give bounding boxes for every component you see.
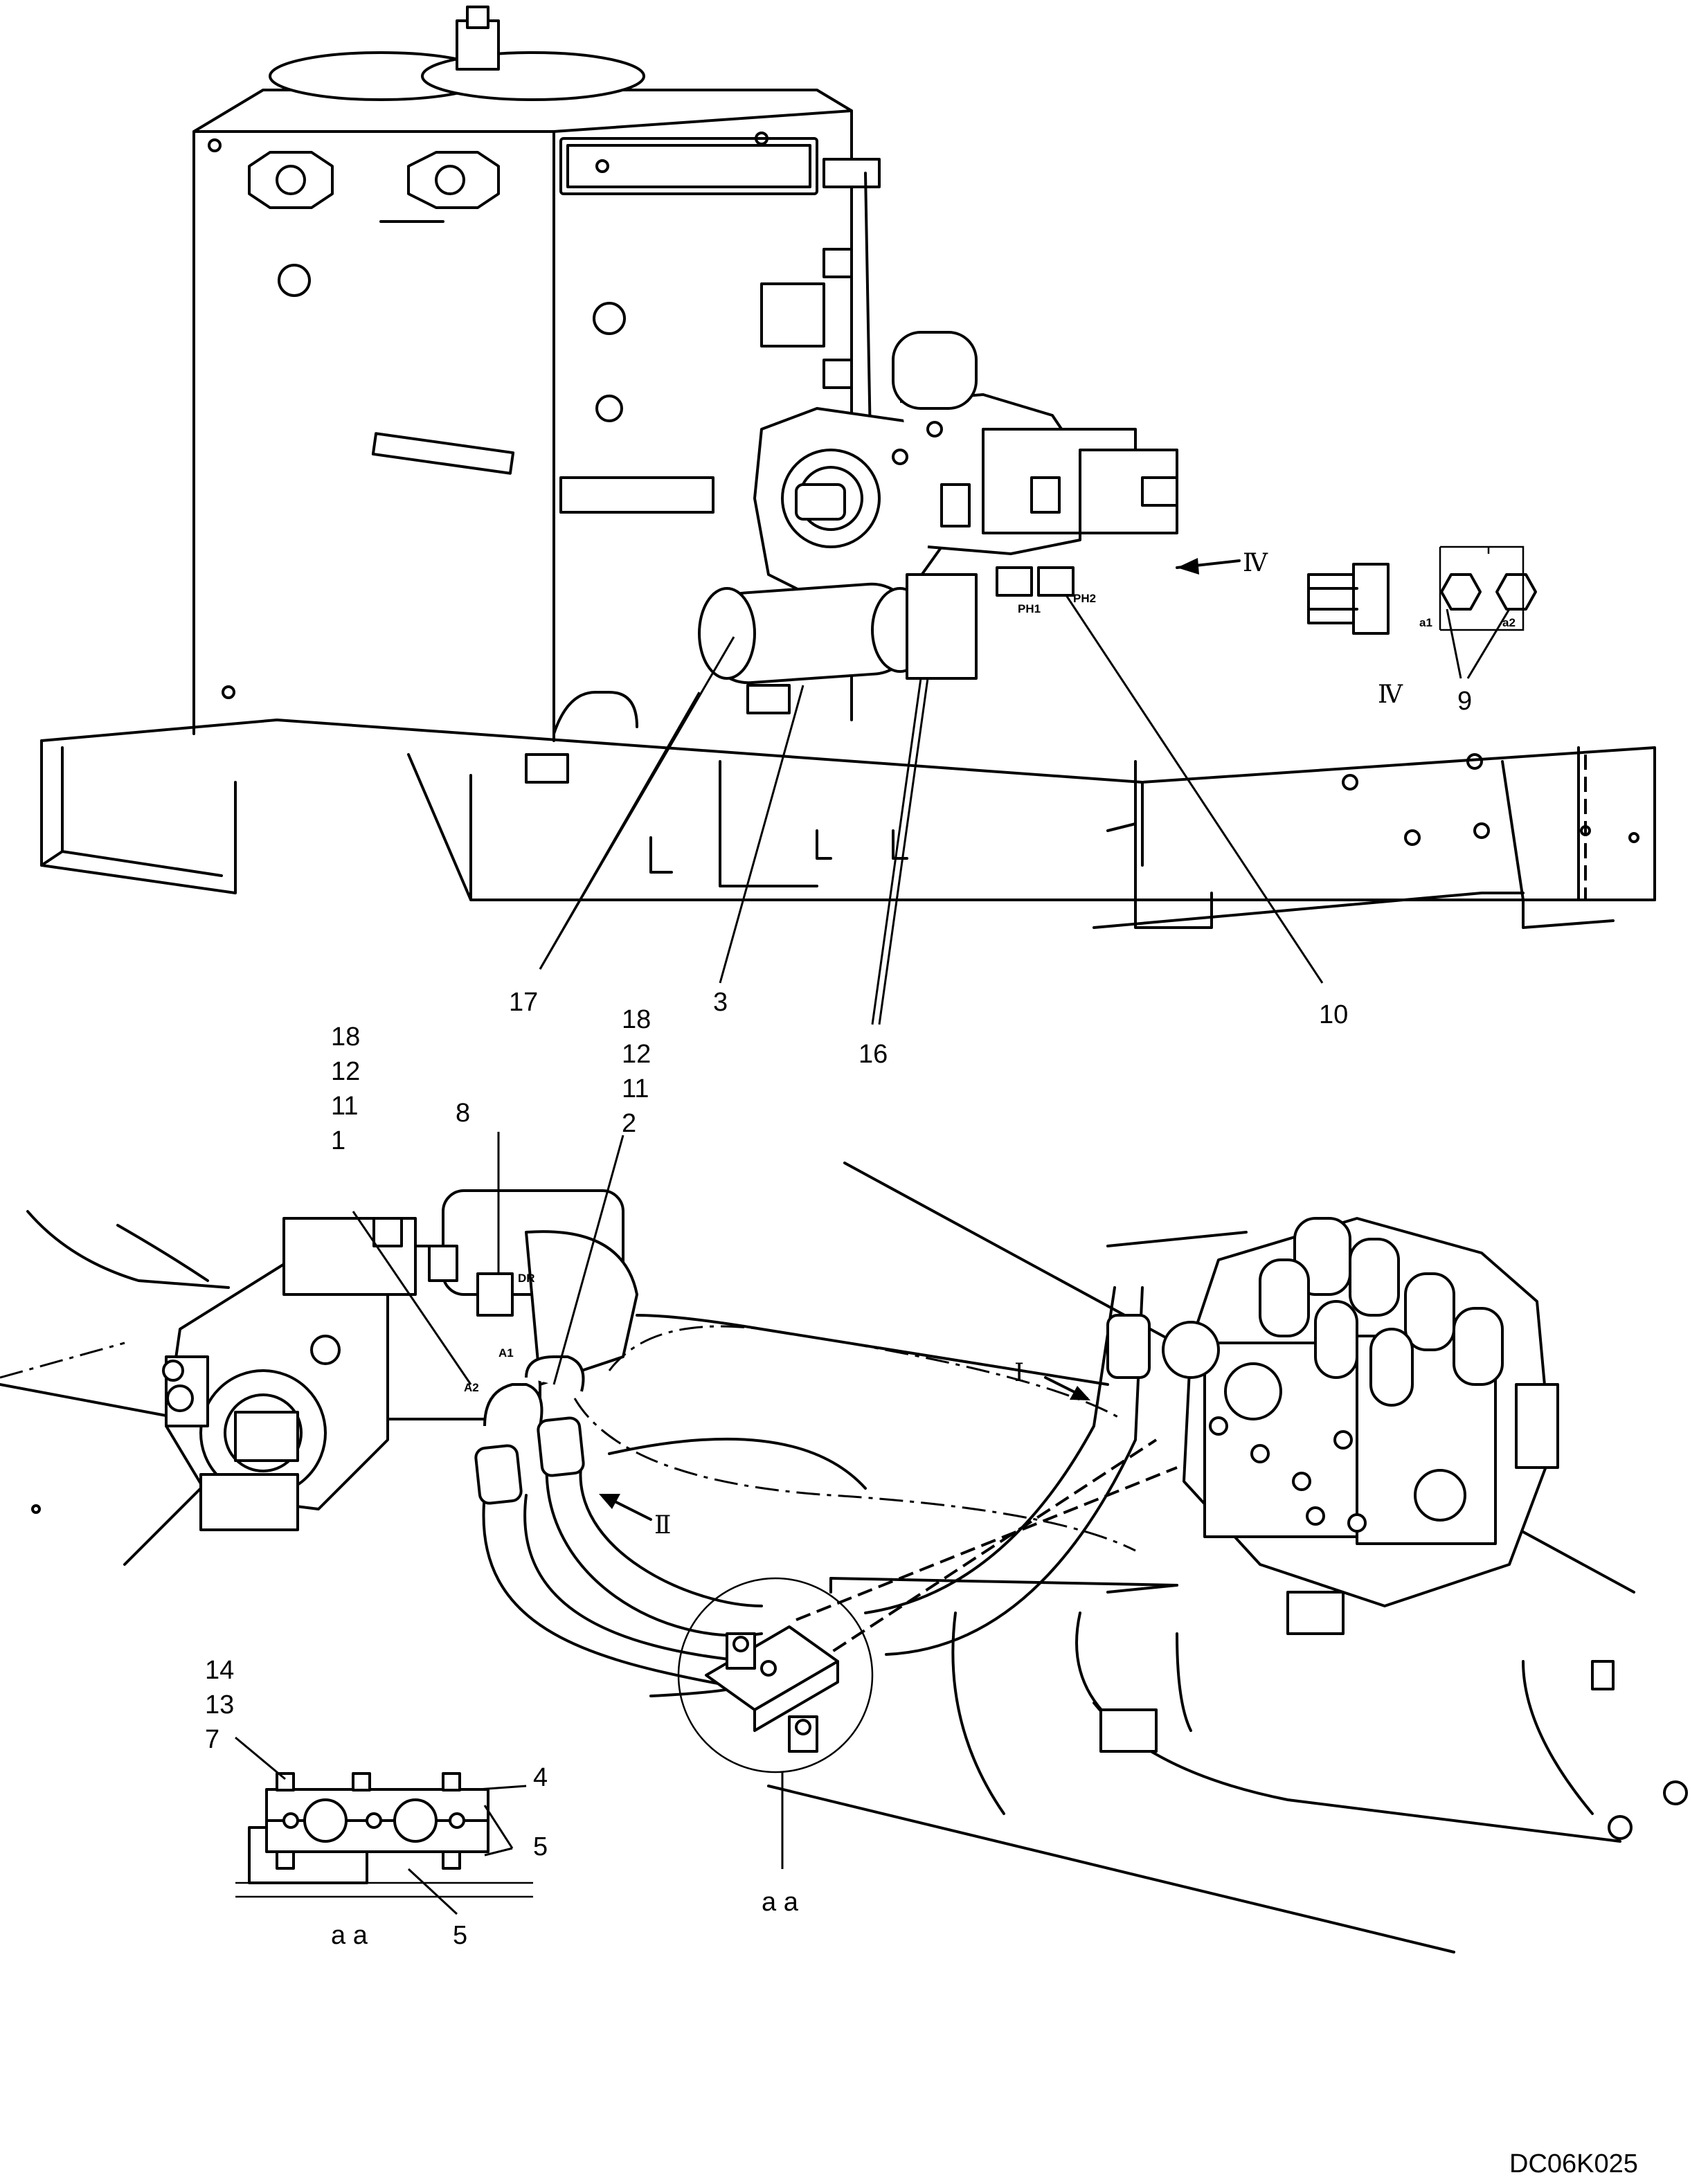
lower-assembly: A1 A2 DR bbox=[0, 1005, 1688, 1953]
detail-iv-label: Ⅳ bbox=[1378, 680, 1403, 709]
view-ii-arrow bbox=[599, 1494, 652, 1521]
callout-11-left: 11 bbox=[331, 1092, 358, 1121]
upper-assembly: PH1 PH2 Ⅳ 17 3 16 10 bbox=[40, 6, 1656, 1069]
port-tag-ph1: PH1 bbox=[1018, 602, 1041, 615]
callout-12-right: 12 bbox=[622, 1040, 651, 1069]
detail-aa: 14 13 7 4 5 5 a a bbox=[205, 1656, 548, 1950]
port-tag-ph2: PH2 bbox=[1073, 592, 1096, 605]
callout-7: 7 bbox=[205, 1725, 219, 1754]
view-i-marker: Ⅰ bbox=[1014, 1359, 1024, 1387]
callout-5-bottom: 5 bbox=[453, 1921, 467, 1950]
control-valve bbox=[1162, 1217, 1559, 1635]
view-ii-marker: Ⅱ bbox=[654, 1511, 671, 1540]
callout-18-right: 18 bbox=[622, 1005, 651, 1034]
port-tag-a2: a2 bbox=[1502, 616, 1516, 629]
port-tag-a1: a1 bbox=[1419, 616, 1432, 629]
callout-12-left: 12 bbox=[331, 1057, 360, 1086]
chassis-frame bbox=[40, 719, 1656, 929]
callout-1: 1 bbox=[331, 1126, 345, 1155]
callout-17: 17 bbox=[509, 988, 538, 1017]
drawing-code: DC06K025 bbox=[1509, 2149, 1638, 2178]
callout-9: 9 bbox=[1457, 687, 1472, 716]
detail-aa-label: a a bbox=[331, 1921, 368, 1950]
hoses bbox=[474, 1286, 1178, 1697]
callout-10: 10 bbox=[1319, 1000, 1348, 1029]
main-pump bbox=[698, 248, 1178, 714]
hydraulic-tank bbox=[192, 6, 881, 742]
section-label-aa: a a bbox=[762, 1888, 799, 1917]
detail-iv: a1 a2 Ⅳ 9 bbox=[1307, 545, 1537, 716]
callout-4: 4 bbox=[533, 1763, 548, 1792]
port-tag-a2: A2 bbox=[464, 1381, 479, 1394]
callout-11-right: 11 bbox=[622, 1074, 649, 1103]
callout-8: 8 bbox=[456, 1099, 470, 1128]
port-tag-a1: A1 bbox=[498, 1346, 514, 1360]
hose-clamp bbox=[677, 1577, 874, 1869]
view-i-arrow bbox=[1044, 1376, 1090, 1400]
lower-frame bbox=[0, 1162, 1688, 1953]
view-iv-arrow bbox=[1176, 558, 1241, 575]
lower-pump bbox=[31, 1189, 638, 1531]
port-tag-dr: DR bbox=[518, 1272, 535, 1285]
callout-18-left: 18 bbox=[331, 1022, 360, 1052]
callout-3: 3 bbox=[713, 988, 728, 1017]
callout-14: 14 bbox=[205, 1656, 234, 1685]
callout-13: 13 bbox=[205, 1690, 234, 1720]
callout-16: 16 bbox=[859, 1040, 888, 1069]
callout-2: 2 bbox=[622, 1109, 636, 1138]
callout-5-right: 5 bbox=[533, 1832, 548, 1861]
view-iv-marker: Ⅳ bbox=[1243, 549, 1268, 577]
